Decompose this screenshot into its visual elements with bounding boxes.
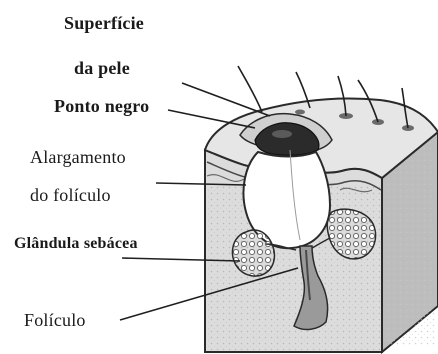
- label-alargamento-line2: do folículo: [30, 185, 111, 205]
- label-superficie-line2: da pele: [74, 58, 130, 78]
- label-glandula-sebacea: Glândula sebácea: [14, 234, 138, 254]
- sebaceous-gland-left: [232, 230, 274, 276]
- blackhead-highlight: [272, 130, 292, 138]
- label-superficie-line1: Superfície: [64, 13, 144, 33]
- label-foliculo: Folículo: [24, 310, 86, 330]
- label-alargamento-line1: Alargamento: [30, 147, 126, 167]
- label-ponto-negro: Ponto negro: [54, 96, 149, 116]
